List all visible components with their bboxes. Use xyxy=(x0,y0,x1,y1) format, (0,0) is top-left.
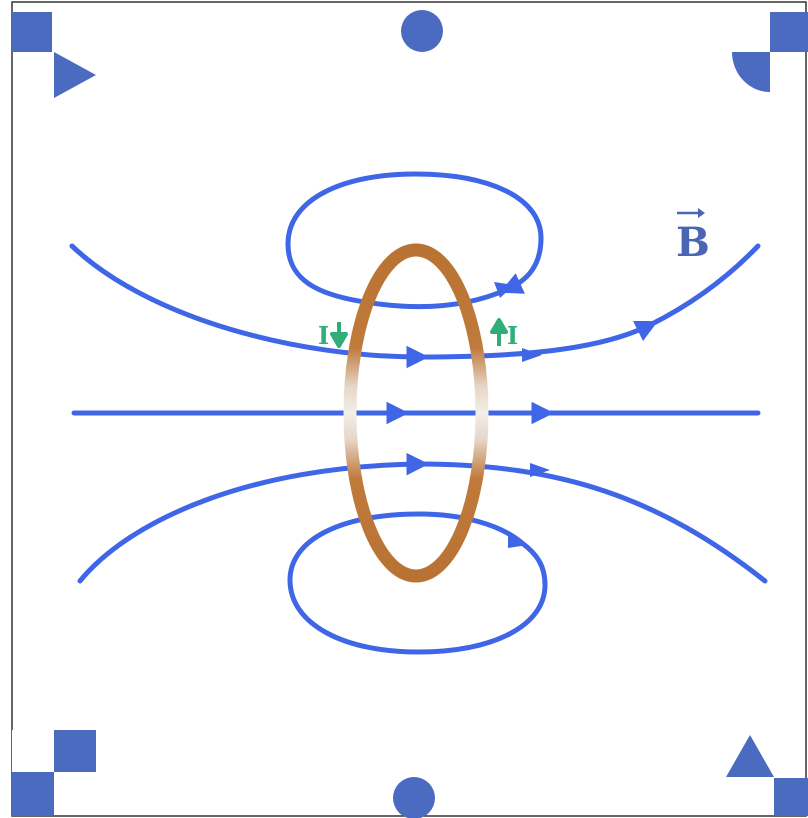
field-line-lower-arc xyxy=(77,452,768,584)
current-label-right-group: I xyxy=(490,318,518,350)
bottom-right-square xyxy=(774,778,808,816)
corner-markers xyxy=(12,10,808,818)
bottom-left-square-upper xyxy=(54,730,96,772)
field-arrowheads xyxy=(494,282,554,548)
bottom-right-triangle xyxy=(726,735,774,777)
arrowhead-axis xyxy=(534,406,554,420)
field-line-upper-arc xyxy=(69,243,761,369)
field-lines xyxy=(69,171,768,655)
top-left-triangle xyxy=(54,52,96,98)
bottom-center-circle xyxy=(393,777,435,818)
top-right-quarter-circle xyxy=(732,52,770,92)
top-center-circle xyxy=(401,10,443,52)
current-loop xyxy=(343,243,489,583)
page-border xyxy=(11,1,807,817)
field-label-group: B xyxy=(676,208,710,266)
down-arrow-icon xyxy=(330,322,348,348)
current-label-left: I xyxy=(318,321,329,350)
arrowhead-bottom-loop xyxy=(508,532,528,548)
field-line-top-loop xyxy=(285,171,544,310)
vector-arrow-head xyxy=(698,208,705,218)
top-right-square xyxy=(770,12,808,52)
bottom-left-square-middle xyxy=(12,730,54,772)
current-label-right: I xyxy=(507,321,518,350)
arrowhead-top-loop xyxy=(494,282,514,298)
top-left-square xyxy=(12,12,52,52)
up-arrow-icon xyxy=(490,318,508,346)
current-label-left-group: I xyxy=(318,321,348,350)
arrowhead-lower-arc xyxy=(530,463,550,477)
field-label: B xyxy=(676,219,710,266)
arrowhead-upper-arc xyxy=(522,348,542,362)
field-line-bottom-loop xyxy=(287,511,548,655)
bottom-left-square-lower xyxy=(12,772,54,816)
